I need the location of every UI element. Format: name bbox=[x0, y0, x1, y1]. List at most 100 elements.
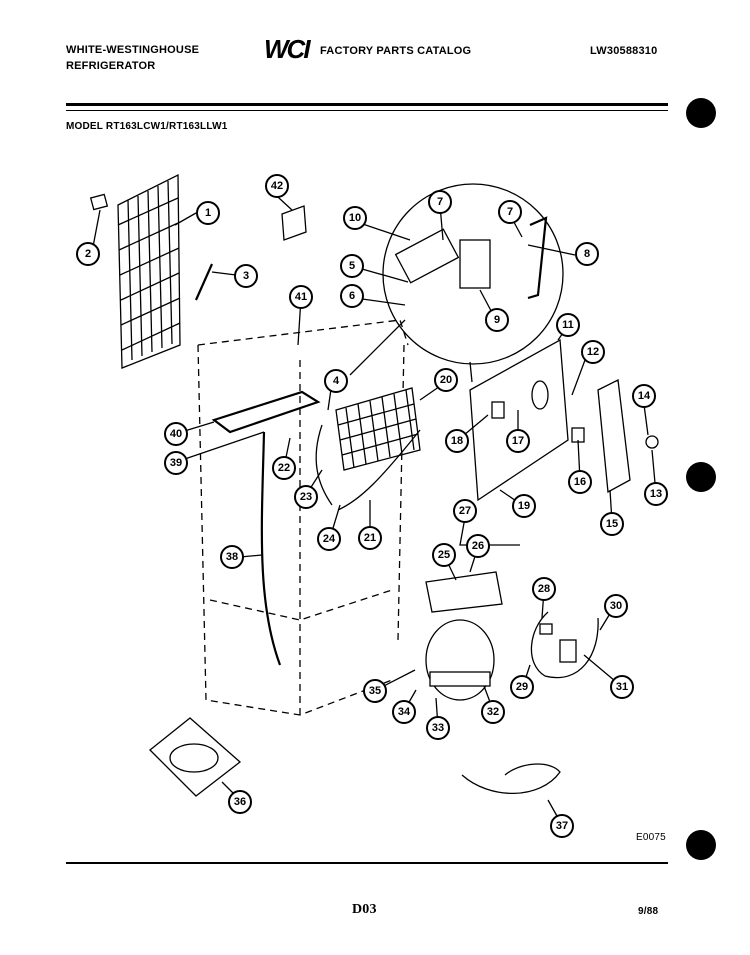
svg-text:17: 17 bbox=[512, 435, 524, 447]
svg-text:20: 20 bbox=[440, 374, 452, 386]
svg-text:33: 33 bbox=[432, 722, 444, 734]
svg-text:4: 4 bbox=[333, 375, 340, 387]
callout-6: 6 bbox=[340, 284, 364, 308]
wci-logo: WCI bbox=[264, 34, 311, 64]
svg-text:18: 18 bbox=[451, 435, 463, 447]
callout-25: 25 bbox=[432, 543, 456, 567]
svg-text:41: 41 bbox=[295, 291, 307, 303]
callout-32: 32 bbox=[481, 700, 505, 724]
callout-7a: 7 bbox=[428, 190, 452, 214]
light-shield bbox=[597, 379, 631, 494]
svg-text:7: 7 bbox=[507, 206, 513, 218]
leader-lines bbox=[91, 186, 657, 826]
control-assembly bbox=[394, 216, 548, 300]
svg-text:3: 3 bbox=[243, 270, 249, 282]
relay bbox=[559, 639, 577, 663]
binder-hole-middle bbox=[686, 462, 716, 492]
issue-date: 9/88 bbox=[638, 906, 659, 917]
coil-bracket bbox=[194, 263, 214, 301]
callout-7b: 7 bbox=[498, 200, 522, 224]
power-cord bbox=[461, 763, 561, 795]
callout-33: 33 bbox=[426, 716, 450, 740]
footer-rule bbox=[66, 862, 668, 864]
condenser-coil bbox=[117, 173, 181, 369]
callout-13: 13 bbox=[644, 482, 668, 506]
header-rule-thin bbox=[66, 110, 668, 111]
svg-text:10: 10 bbox=[349, 212, 361, 224]
svg-text:39: 39 bbox=[170, 457, 182, 469]
callout-21: 21 bbox=[358, 526, 382, 550]
callout-27: 27 bbox=[453, 499, 477, 523]
relay-harness bbox=[530, 611, 599, 679]
control-panel bbox=[469, 338, 569, 502]
svg-text:21: 21 bbox=[364, 532, 376, 544]
callout-34: 34 bbox=[392, 700, 416, 724]
svg-text:11: 11 bbox=[562, 319, 574, 331]
svg-text:25: 25 bbox=[438, 549, 450, 561]
detail-circle bbox=[382, 183, 564, 365]
callout-8: 8 bbox=[575, 242, 599, 266]
svg-text:6: 6 bbox=[349, 290, 355, 302]
coil-clip bbox=[89, 193, 109, 211]
svg-text:30: 30 bbox=[610, 600, 622, 612]
callout-26: 26 bbox=[466, 534, 490, 558]
brand-line-2: REFRIGERATOR bbox=[66, 60, 156, 72]
svg-text:9: 9 bbox=[494, 314, 500, 326]
callout-30: 30 bbox=[604, 594, 628, 618]
mounting-plate bbox=[281, 205, 307, 241]
callout-5: 5 bbox=[340, 254, 364, 278]
callout-15: 15 bbox=[600, 512, 624, 536]
svg-text:31: 31 bbox=[616, 681, 628, 693]
svg-text:19: 19 bbox=[518, 500, 530, 512]
svg-text:13: 13 bbox=[650, 488, 662, 500]
callout-3: 3 bbox=[234, 264, 258, 288]
svg-text:12: 12 bbox=[587, 346, 599, 358]
catalog-title: FACTORY PARTS CATALOG bbox=[320, 45, 472, 57]
svg-text:37: 37 bbox=[556, 820, 568, 832]
callout-12: 12 bbox=[581, 340, 605, 364]
nut bbox=[645, 435, 659, 449]
drawing-code: E0075 bbox=[636, 832, 666, 843]
catalog-number: LW30588310 bbox=[590, 45, 658, 57]
callout-36: 36 bbox=[228, 790, 252, 814]
callout-10: 10 bbox=[343, 206, 367, 230]
svg-text:36: 36 bbox=[234, 796, 246, 808]
brand-line-1: WHITE-WESTINGHOUSE bbox=[66, 44, 200, 56]
callout-39: 39 bbox=[164, 451, 188, 475]
callout-31: 31 bbox=[610, 675, 634, 699]
page-code: D03 bbox=[352, 902, 377, 917]
svg-text:2: 2 bbox=[85, 248, 91, 260]
callout-2: 2 bbox=[76, 242, 100, 266]
callout-18: 18 bbox=[445, 429, 469, 453]
svg-text:38: 38 bbox=[226, 551, 238, 563]
cabinet-outline bbox=[197, 319, 409, 716]
overload bbox=[539, 623, 553, 635]
capillary-tube bbox=[315, 424, 333, 506]
svg-text:8: 8 bbox=[584, 248, 590, 260]
drain-trough bbox=[211, 390, 321, 434]
svg-text:1: 1 bbox=[205, 207, 211, 219]
callout-22: 22 bbox=[272, 456, 296, 480]
header-rule-thick bbox=[66, 103, 668, 106]
svg-text:24: 24 bbox=[323, 533, 336, 545]
callout-19: 19 bbox=[512, 494, 536, 518]
svg-text:28: 28 bbox=[538, 583, 550, 595]
callout-24: 24 bbox=[317, 527, 341, 551]
lamp-socket bbox=[571, 427, 585, 443]
callout-9: 9 bbox=[485, 308, 509, 332]
svg-text:34: 34 bbox=[398, 706, 411, 718]
callout-23: 23 bbox=[294, 485, 318, 509]
svg-text:27: 27 bbox=[459, 505, 471, 517]
svg-text:14: 14 bbox=[638, 390, 651, 402]
compressor-plate bbox=[425, 571, 503, 613]
binder-hole-top bbox=[686, 98, 716, 128]
svg-text:7: 7 bbox=[437, 196, 443, 208]
svg-text:26: 26 bbox=[472, 540, 484, 552]
callout-20: 20 bbox=[434, 368, 458, 392]
svg-text:35: 35 bbox=[369, 685, 381, 697]
callout-28: 28 bbox=[532, 577, 556, 601]
svg-text:16: 16 bbox=[574, 476, 586, 488]
svg-text:23: 23 bbox=[300, 491, 312, 503]
svg-text:22: 22 bbox=[278, 462, 290, 474]
